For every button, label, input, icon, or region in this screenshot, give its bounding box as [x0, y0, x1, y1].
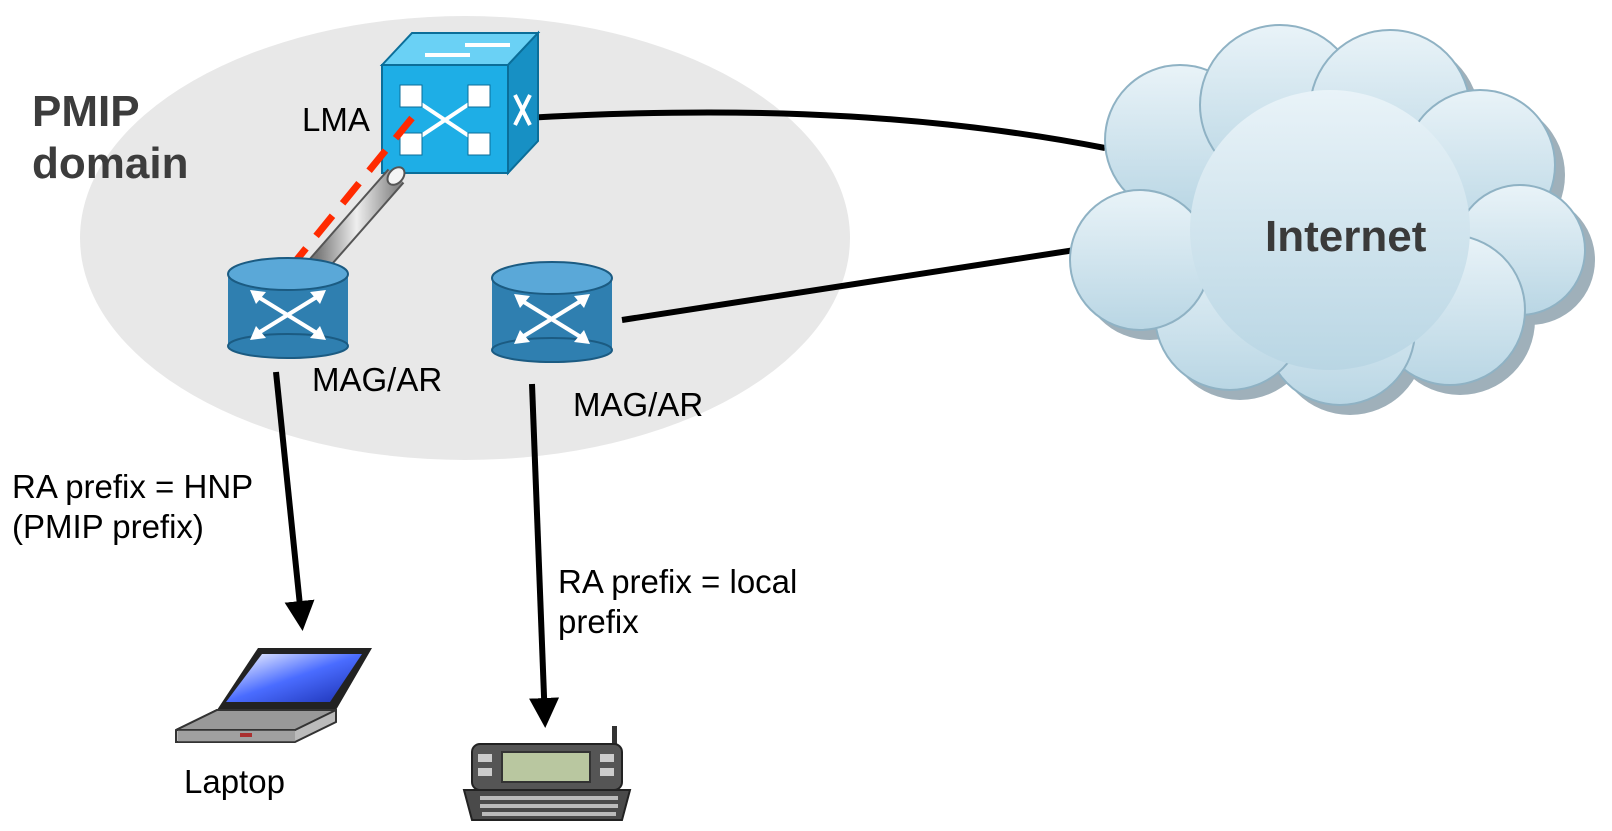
domain-label-line1: PMIP	[32, 87, 140, 136]
arrow-to-laptop	[273, 371, 315, 631]
mag-left-label: MAG/AR	[312, 361, 443, 398]
router-icon	[227, 257, 349, 359]
link-left-label-line2: (PMIP prefix)	[12, 508, 204, 545]
mag-right-label: MAG/AR	[573, 386, 704, 423]
laptop-label: Laptop	[184, 763, 285, 800]
link-mag-right-internet	[621, 247, 1076, 323]
link-right-label: RA prefix = local prefix	[558, 562, 797, 642]
link-left-label-line1: RA prefix = HNP	[12, 468, 254, 505]
lma-label: LMA	[302, 101, 370, 138]
link-lma-internet	[524, 109, 1106, 151]
domain-label: PMIP domain	[32, 86, 188, 190]
switch-icon	[379, 30, 541, 176]
router-icon	[491, 261, 613, 363]
link-right-label-line2: prefix	[558, 603, 639, 640]
laptop-icon	[175, 648, 372, 743]
tunnel-icon	[308, 166, 406, 274]
link-left-label: RA prefix = HNP (PMIP prefix)	[12, 467, 253, 547]
internet-label: Internet	[1265, 212, 1427, 261]
handheld-icon	[462, 726, 632, 821]
domain-label-line2: domain	[32, 139, 189, 188]
arrow-to-handheld	[529, 383, 560, 728]
tunnel-dashed-line	[287, 115, 415, 271]
cloud-icon	[1069, 24, 1595, 415]
link-right-label-line1: RA prefix = local	[558, 563, 798, 600]
